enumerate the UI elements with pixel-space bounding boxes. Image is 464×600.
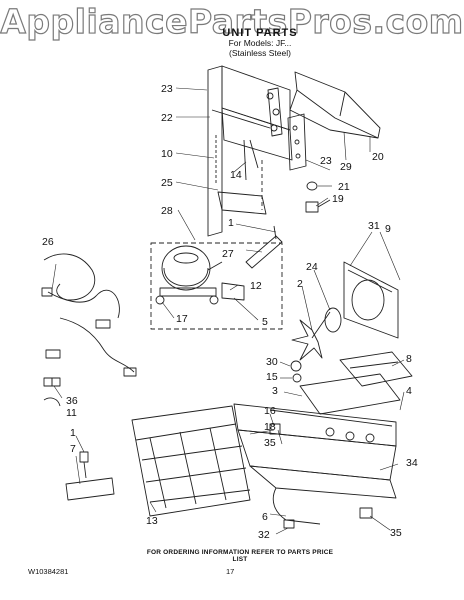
part-base-tray [299,351,413,415]
callout-22: 22 [161,112,173,124]
watermark: AppliancePartsPros.com [0,1,464,41]
callout-12: 12 [250,280,262,292]
callout-1-top: 1 [228,217,234,229]
callout-26: 26 [42,236,54,248]
callout-4: 4 [406,385,412,397]
part-fan-motor [291,307,342,361]
part-wire-harness [41,253,137,377]
callout-30: 30 [266,356,278,368]
callout-21: 21 [338,181,350,193]
part-tubing [215,135,267,215]
part-35-lower [359,507,373,519]
callout-labels: 23 22 10 14 25 28 1 26 27 12 17 5 31 9 2… [42,83,418,541]
document-number: W10384281 [28,567,69,576]
part-evap-cover [289,71,381,139]
leader-lines [51,87,405,535]
part-drier [245,225,283,269]
part-35-mid [269,423,281,435]
part-15 [292,373,302,383]
callout-10: 10 [161,148,173,160]
callout-11: 11 [66,407,77,419]
callout-16: 16 [264,405,276,417]
callout-34: 34 [406,457,418,469]
diagram-title: UNIT PARTS [222,27,298,39]
callout-19: 19 [332,193,344,205]
callout-18: 18 [264,421,276,433]
part-7-1 [65,451,115,501]
part-30 [290,360,302,372]
callout-24: 24 [306,261,318,273]
diagram-header: UNIT PARTS For Models: JF... (Stainless … [180,27,340,59]
callout-13: 13 [146,515,158,527]
callout-8: 8 [406,353,412,365]
part-compressor [155,245,245,305]
part-bracket-top [207,65,293,237]
ordering-note: FOR ORDERING INFORMATION REFER TO PARTS … [146,549,334,563]
callout-25: 25 [161,177,173,189]
compressor-group-box [150,242,283,330]
callout-32: 32 [258,529,270,541]
callout-29: 29 [340,161,352,173]
callout-2: 2 [297,278,303,290]
callout-3: 3 [272,385,278,397]
callout-9: 9 [385,223,391,235]
callout-20: 20 [372,151,384,163]
callout-5: 5 [262,316,268,328]
callout-28: 28 [161,205,173,217]
part-36-11 [43,377,61,407]
callout-27: 27 [222,248,234,260]
part-fan-shroud [343,261,399,339]
page-number: 17 [226,567,235,576]
callout-17: 17 [176,313,188,325]
part-panel-right [287,113,307,171]
callout-23-right: 23 [320,155,332,167]
callout-7: 7 [70,443,76,455]
finish-line: (Stainless Steel) [229,48,291,58]
part-drain-tube [272,487,321,529]
callout-14: 14 [230,169,242,181]
part-condenser [131,405,251,517]
callout-1-bottom: 1 [70,427,76,439]
part-main-tray [233,403,397,499]
callout-35-bottom: 35 [390,527,402,539]
callout-6: 6 [262,511,268,523]
models-line: For Models: JF... [228,38,292,48]
callout-15: 15 [266,371,278,383]
part-fitting-21-19 [305,181,331,213]
callout-23-left: 23 [161,83,173,95]
callout-36: 36 [66,395,78,407]
callout-35-mid: 35 [264,437,276,449]
callout-31: 31 [368,220,380,232]
